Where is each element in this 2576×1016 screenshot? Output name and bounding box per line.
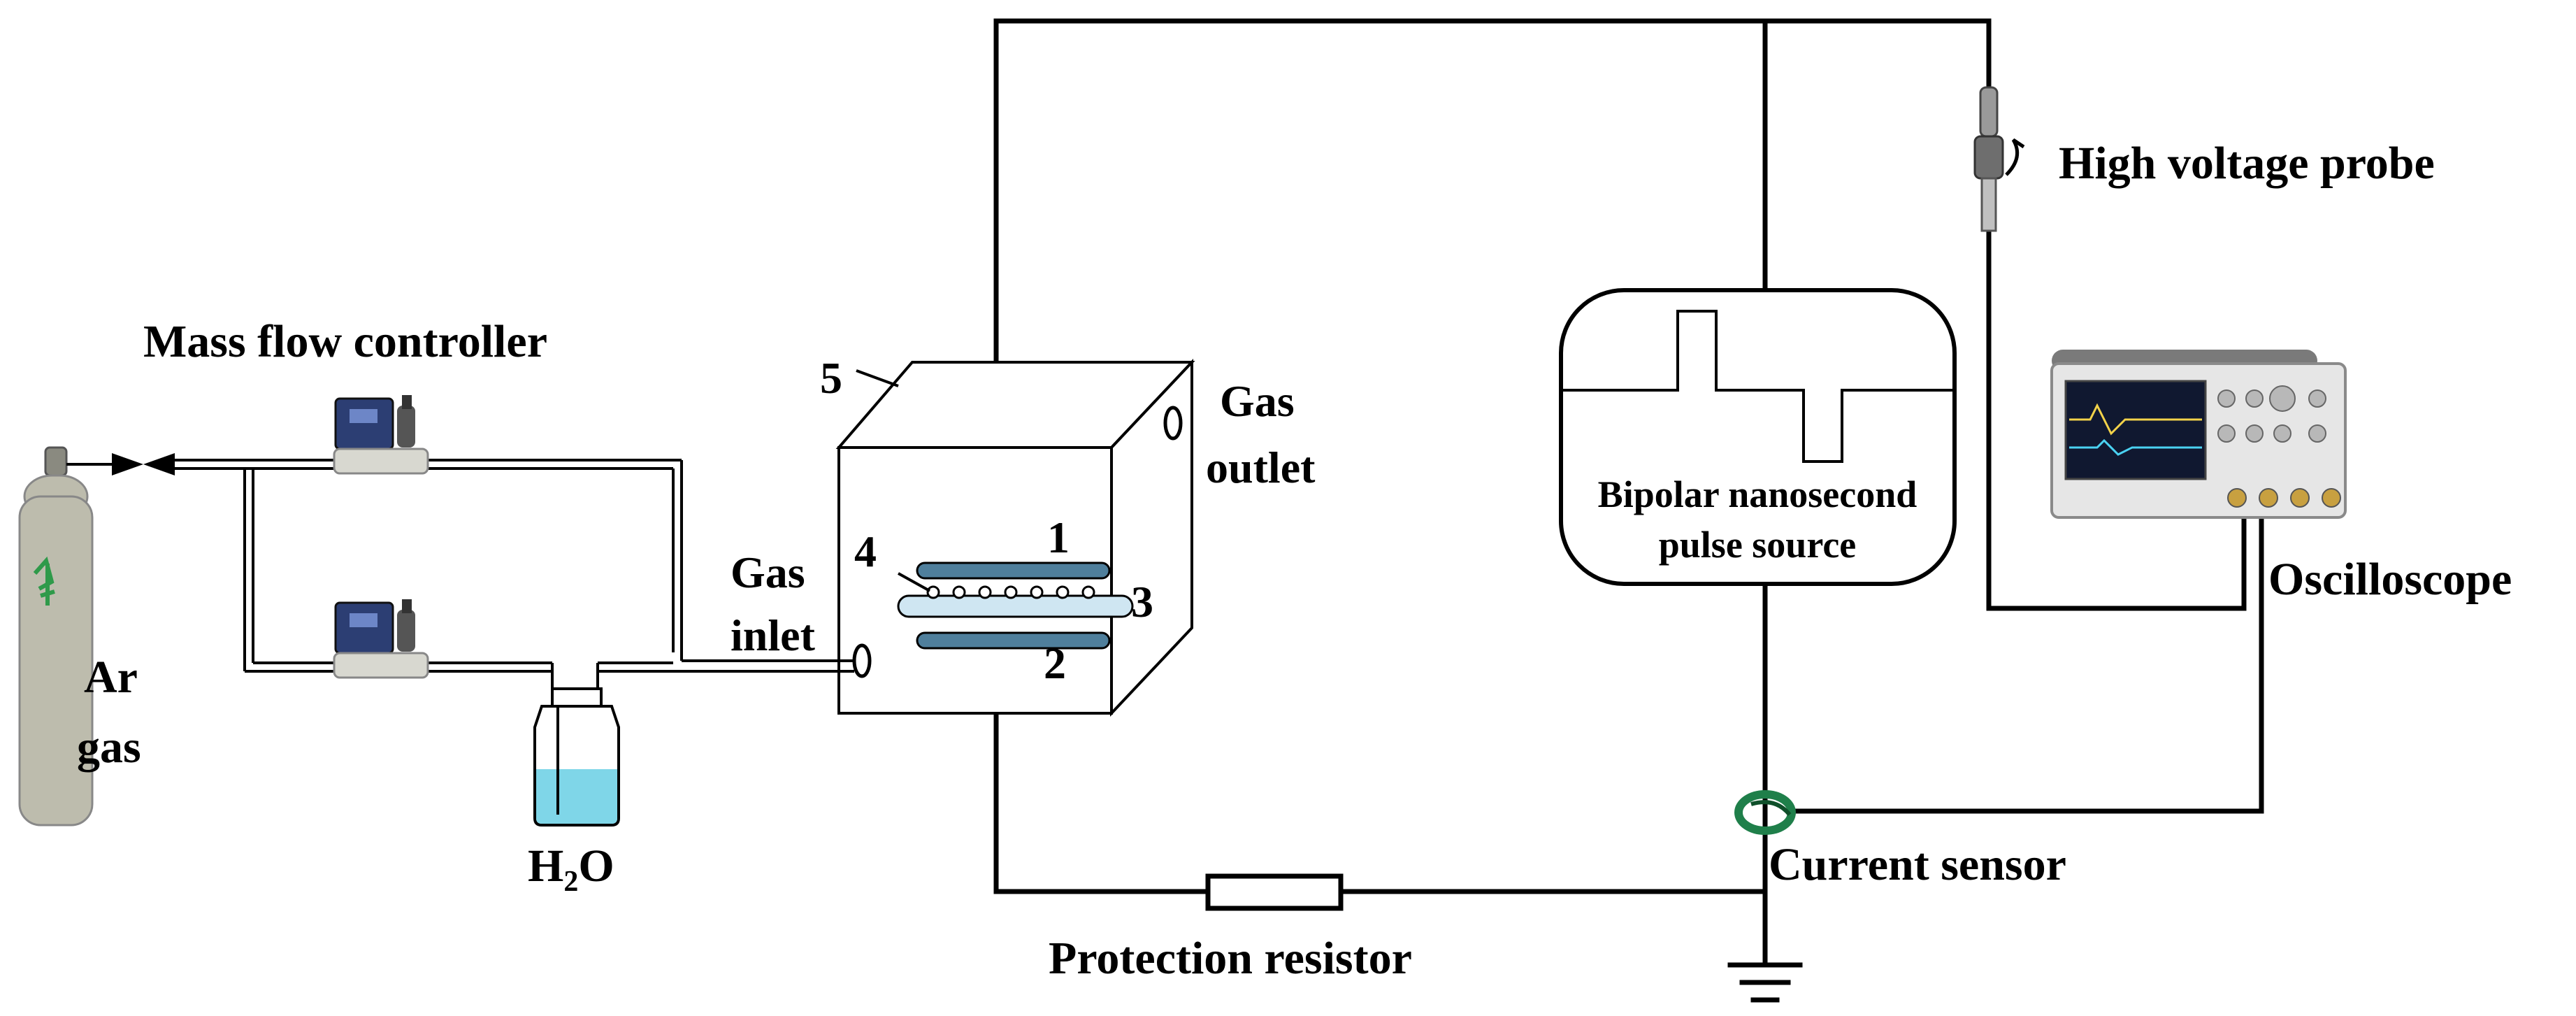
gas-inlet-port [852, 643, 872, 678]
dielectric-number-3: 3 [1131, 577, 1153, 627]
mass-flow-controller-upper [333, 395, 429, 475]
ar-gas-label-line2: gas [77, 722, 141, 773]
mass-flow-controller-label: Mass flow controller [143, 316, 547, 367]
sample-number-4: 4 [854, 527, 877, 576]
bipolar-pulse-source: Bipolar nanosecond pulse source [1559, 288, 1957, 586]
cylinder-marking-icon [33, 556, 55, 606]
pulse-source-label-line2: pulse source [1659, 524, 1857, 566]
electrode-number-1: 1 [1047, 513, 1070, 562]
ar-gas-label-line1: Ar [84, 652, 138, 703]
current-sensor [1734, 790, 1796, 835]
circuit-wires [993, 18, 2264, 964]
chamber-label-leader [856, 369, 899, 387]
gas-inlet-label-line1: Gas [731, 548, 805, 597]
ground-symbol [1727, 962, 1803, 1003]
mass-flow-controller-lower [333, 599, 429, 679]
oscilloscope-label: Oscilloscope [2268, 554, 2512, 605]
gas-inlet-label-line2: inlet [731, 610, 816, 660]
upper-electrode [916, 561, 1111, 580]
high-voltage-probe-label: High voltage probe [2059, 138, 2435, 189]
gas-pipes [175, 459, 854, 673]
oscilloscope [2050, 350, 2347, 519]
water-fill [536, 769, 617, 824]
protection-resistor [1205, 873, 1344, 911]
oscilloscope-knobs [2217, 385, 2326, 443]
gas-outlet-label-line2: outlet [1206, 443, 1316, 492]
argon-gas-cylinder [18, 446, 112, 827]
lower-electrode [916, 631, 1111, 650]
electrode-assembly [897, 561, 1134, 650]
electrode-number-2: 2 [1044, 638, 1066, 688]
protection-resistor-label: Protection resistor [1049, 933, 1412, 984]
reactor-chamber [835, 358, 1195, 717]
gas-outlet-label-line1: Gas [1220, 376, 1295, 426]
current-sensor-label: Current sensor [1769, 839, 2066, 890]
dielectric-plate [897, 594, 1134, 618]
oscilloscope-screen [2064, 380, 2207, 480]
gas-valve-icon [112, 453, 175, 475]
pulse-source-label-line1: Bipolar nanosecond [1598, 473, 1917, 515]
water-bubbler [533, 663, 620, 827]
high-voltage-probe [1973, 86, 2025, 232]
bipolar-pulse-waveform [1561, 310, 1955, 463]
probe-hook-icon [2005, 138, 2025, 176]
sample-particles [926, 585, 1095, 599]
gas-outlet-port [1163, 406, 1183, 441]
h2o-label: H2O [528, 840, 614, 898]
oscilloscope-inputs [2227, 488, 2341, 508]
chamber-number-5: 5 [820, 353, 842, 403]
